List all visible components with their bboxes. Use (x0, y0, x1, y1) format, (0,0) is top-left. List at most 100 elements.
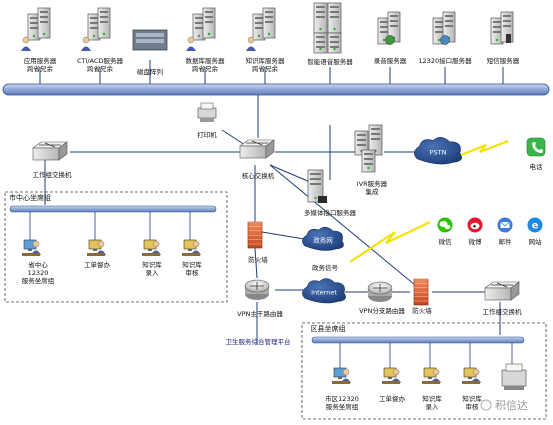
kb-server-icon-2 (262, 7, 276, 39)
city-group-box (4, 191, 228, 303)
web-icon: e网站 (527, 217, 543, 246)
watermark-text: 积信达 (495, 399, 528, 412)
phone-icon (526, 137, 546, 157)
cti-acd-server-icon-2 (97, 7, 111, 39)
city-seat-1-label-line-3: 服务坐席组 (22, 276, 55, 285)
phone-label: 电话 (530, 162, 544, 171)
city-seat-4-label-line-1: 知识库 (182, 260, 202, 269)
disk-array-label: 磁盘阵列 (137, 67, 163, 76)
wechat-icon: 微信 (437, 217, 453, 246)
pstn-label: PSTN (430, 149, 447, 157)
core-switch-label: 核心交换机 (242, 171, 275, 180)
county-group-box (301, 322, 547, 420)
db-server-label-line-1: 数据库服务器 (186, 56, 226, 65)
db-server-icon-1 (192, 13, 206, 41)
seat-drops (29, 212, 513, 368)
ivr-cluster-icon-3 (361, 149, 376, 173)
work-switch-right-label: 工作组交换机 (483, 307, 523, 316)
ivr-server-cluster (354, 124, 383, 173)
watermark-icon (480, 399, 492, 411)
county-seat-1-label-line-1: 市区12320 (325, 394, 359, 403)
backbone-bus (2, 83, 550, 96)
connection-lines (39, 60, 504, 345)
disk-array: 磁盘阵列 (132, 29, 168, 76)
gov-network-cloud: 政务网 (302, 226, 344, 251)
ivr-cluster-icon-1 (354, 130, 369, 156)
internet-cloud: Internet (302, 278, 346, 304)
db-server-operator-icon (186, 36, 196, 51)
email-icon: 邮件 (497, 217, 513, 246)
work-switch-right (484, 281, 520, 301)
core-switch (239, 139, 275, 159)
cti-acd-server-operator-icon (81, 36, 91, 51)
city-group-title: 市中心坐席组 (9, 193, 51, 202)
firewall-right (413, 278, 429, 306)
db-server-icon-2 (202, 7, 216, 39)
record-server-badge-icon (385, 35, 395, 45)
vpn-main-router-label: VPN主干路由器 (237, 309, 283, 318)
weibo-icon: 微博 (467, 217, 483, 246)
city-seat-2: 工单督办 (84, 239, 111, 269)
county-seat-4-label-line-2: 审核 (466, 402, 480, 411)
cti-acd-server-label-line-2: 跨省兄余 (87, 64, 114, 73)
record-server: 录音服务器 (374, 11, 407, 65)
county-group-title: 区县坐席组 (311, 324, 346, 333)
city-seat-2-label: 工单督办 (84, 260, 111, 269)
ivr-server-label-line-1: IVR服务器 (357, 179, 388, 188)
firewall-right-label: 防火墙 (412, 306, 432, 315)
pstn-phone-lightning (460, 139, 509, 157)
sms-server-label: 短信服务器 (487, 56, 520, 65)
wechat-label: 微信 (439, 237, 453, 246)
svg-text:e: e (532, 221, 539, 232)
app-server-operator-icon (21, 36, 31, 51)
ivr-server-label-line-2: 集成 (366, 187, 380, 196)
cti-acd-server-label-line-1: CTI/ACD服务器 (77, 56, 123, 65)
port-12320-server: 12320接口服务器 (418, 11, 472, 65)
port-12320-server-label: 12320接口服务器 (418, 56, 472, 65)
county-seat-2: 工单督办 (379, 367, 406, 403)
multimedia-server-icon (307, 169, 324, 203)
watermark: 积信达 (480, 399, 528, 412)
internet-label: Internet (311, 289, 337, 297)
vpn-main-router (244, 279, 270, 300)
county-printer (501, 363, 527, 390)
county-group-bus (311, 336, 525, 344)
city-seat-4-label-line-2: 审核 (186, 268, 200, 277)
cti-acd-server-icon-1 (87, 13, 101, 41)
kb-server-label-line-1: 知识库服务器 (246, 56, 286, 65)
kb-server-operator-icon (246, 36, 256, 51)
printer-label: 打印机 (197, 130, 217, 139)
db-server-label-line-2: 跨省兄余 (192, 64, 219, 73)
printer (197, 102, 217, 122)
vpn-branch-router-label: VPN分支路由器 (359, 306, 405, 315)
work-switch-left (32, 141, 68, 161)
record-server-label: 录音服务器 (374, 56, 407, 65)
county-seat-4-label-line-1: 知识库 (462, 394, 482, 403)
city-seat-3-label-line-2: 录入 (146, 269, 160, 277)
firewall-left (247, 221, 263, 249)
county-seat-3-label-line-2: 录入 (426, 403, 440, 411)
multimedia-badge-icon (318, 196, 327, 203)
app-server-icon-1 (27, 13, 41, 41)
pstn-cloud: PSTN (414, 137, 462, 165)
gov-line-label: 政务信号 (312, 263, 339, 272)
kb-server-icon-1 (252, 13, 266, 41)
county-seat-3-label-line-1: 知识库 (422, 394, 442, 403)
work-switch-left-label: 工作组交换机 (33, 170, 73, 179)
ivr-server: 智能语音服务器 (307, 2, 353, 66)
kb-server-label-line-2: 跨省兄余 (252, 64, 279, 73)
city-seat-1-label-line-1: 省中心 (28, 260, 48, 269)
sms-server: 短信服务器 (487, 11, 520, 65)
city-seat-3-label-line-1: 知识库 (142, 260, 162, 269)
port-12320-server-badge-icon (440, 35, 450, 45)
city-group-bus (9, 205, 217, 213)
